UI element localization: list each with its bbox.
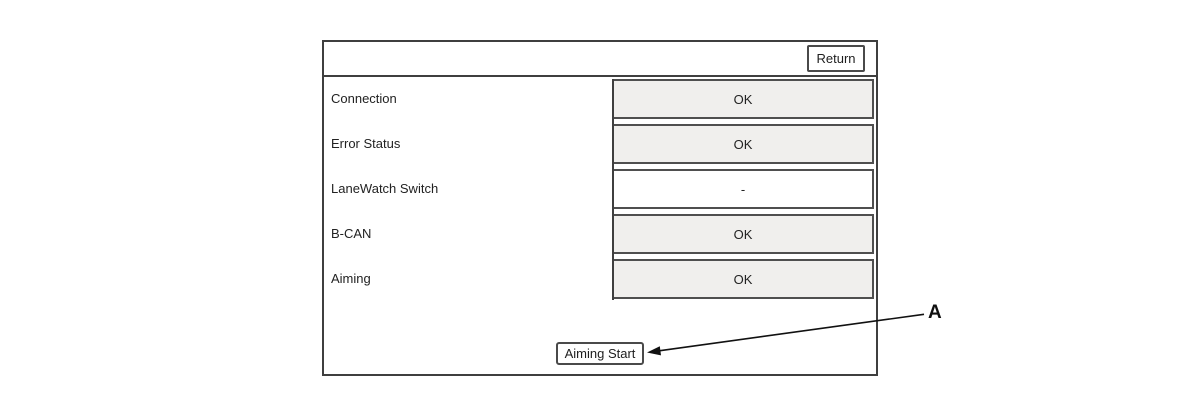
column-divider (612, 79, 614, 300)
row-value-b-can: OK (612, 214, 874, 254)
row-label-lanewatch-switch: LaneWatch Switch (331, 181, 439, 196)
row-label-aiming: Aiming (331, 271, 371, 286)
lanewatch-status-panel: Return Connection OK Error Status OK Lan… (322, 40, 878, 376)
row-label-b-can: B-CAN (331, 226, 372, 241)
aiming-start-button[interactable]: Aiming Start (556, 342, 644, 365)
panel-header: Return (324, 42, 876, 77)
callout-label-a: A (928, 302, 942, 323)
row-label-connection: Connection (331, 91, 397, 106)
table-row: Connection OK (324, 79, 876, 119)
row-value-aiming: OK (612, 259, 874, 299)
table-row: Error Status OK (324, 124, 876, 164)
table-row: B-CAN OK (324, 214, 876, 254)
row-value-lanewatch-switch: - (612, 169, 874, 209)
table-row: LaneWatch Switch - (324, 169, 876, 209)
status-table: Connection OK Error Status OK LaneWatch … (324, 79, 876, 304)
row-label-error-status: Error Status (331, 136, 401, 151)
table-row: Aiming OK (324, 259, 876, 299)
row-value-connection: OK (612, 79, 874, 119)
return-button[interactable]: Return (807, 45, 865, 72)
row-value-error-status: OK (612, 124, 874, 164)
